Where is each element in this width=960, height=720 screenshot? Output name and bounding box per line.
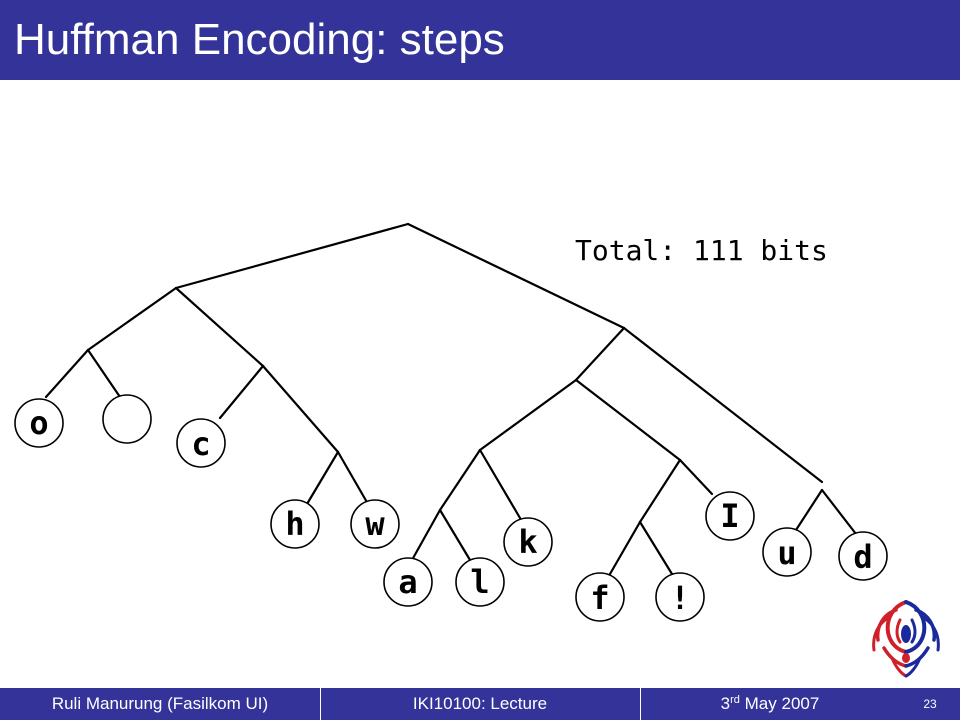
huffman-tree: o c h w a l k f ! I u d: [14, 222, 888, 622]
leaf-label-excl: !: [670, 579, 689, 617]
leaf-label-d: d: [853, 538, 872, 576]
footer-author: Ruli Manurung (Fasilkom UI): [51, 694, 269, 713]
edge-fI: [574, 378, 682, 462]
node-c: [176, 418, 226, 468]
node-f: [575, 572, 625, 622]
node-h: [270, 499, 320, 549]
edge-k: [478, 448, 522, 520]
footer-date-rest: May 2007: [739, 694, 820, 713]
total-bits-label: Total: 111 bits: [575, 234, 828, 267]
node-u: [762, 527, 812, 577]
edge-empty: [86, 348, 122, 399]
node-empty: [102, 394, 152, 444]
footer-date-day: 3: [720, 694, 731, 713]
edge-left-oc: [86, 286, 178, 352]
footer-divider: [640, 688, 641, 720]
edge-right-ud: [622, 326, 824, 484]
edge-hw: [261, 364, 340, 454]
leaf-label-o: o: [29, 404, 48, 442]
edge-al: [438, 448, 482, 512]
leaf-label-w: w: [365, 505, 385, 543]
leaf-label-l: l: [470, 563, 489, 601]
edge-fexcl: [638, 458, 682, 524]
university-logo-icon: [872, 600, 940, 678]
edge-excl: [638, 520, 674, 576]
node-l: [455, 557, 505, 607]
node-d: [838, 531, 888, 581]
edge-f: [608, 520, 642, 576]
leaf-label-u: u: [777, 534, 796, 572]
edge-left-chw: [174, 286, 265, 368]
edge-alk: [478, 378, 578, 452]
leaf-label-f: f: [590, 579, 609, 617]
edge-h: [305, 450, 340, 506]
leaf-label-a: a: [398, 563, 417, 601]
edge-a: [410, 508, 442, 562]
node-k: [503, 517, 553, 567]
edge-d: [820, 488, 858, 536]
node-excl: [655, 572, 705, 622]
footer-divider: [320, 688, 321, 720]
node-a: [383, 557, 433, 607]
page-number: 23: [923, 697, 937, 711]
edge-root-left: [174, 222, 410, 290]
edge-u: [794, 488, 824, 532]
edge-c: [218, 364, 265, 420]
edge-o: [44, 348, 90, 399]
footer-course: IKI10100: Lecture: [412, 694, 548, 713]
node-I: [705, 491, 755, 541]
edge-w: [336, 450, 370, 506]
leaf-label-c: c: [191, 425, 210, 463]
edge-l: [438, 508, 472, 562]
footer-bar: Ruli Manurung (Fasilkom UI) IKI10100: Le…: [0, 688, 960, 720]
slide-title: Huffman Encoding: steps: [14, 15, 505, 64]
node-w: [350, 499, 400, 549]
edge-root-right: [406, 222, 626, 330]
edge-I: [678, 458, 714, 496]
node-o: [14, 398, 64, 448]
footer-date: 3rd May 2007: [640, 688, 900, 720]
title-bar: Huffman Encoding: steps: [0, 0, 960, 80]
footer-date-suffix: rd: [730, 694, 740, 706]
leaf-label-I: I: [720, 497, 739, 535]
leaf-label-h: h: [285, 505, 304, 543]
leaf-label-k: k: [518, 523, 537, 561]
edge-right-inner: [574, 326, 626, 382]
